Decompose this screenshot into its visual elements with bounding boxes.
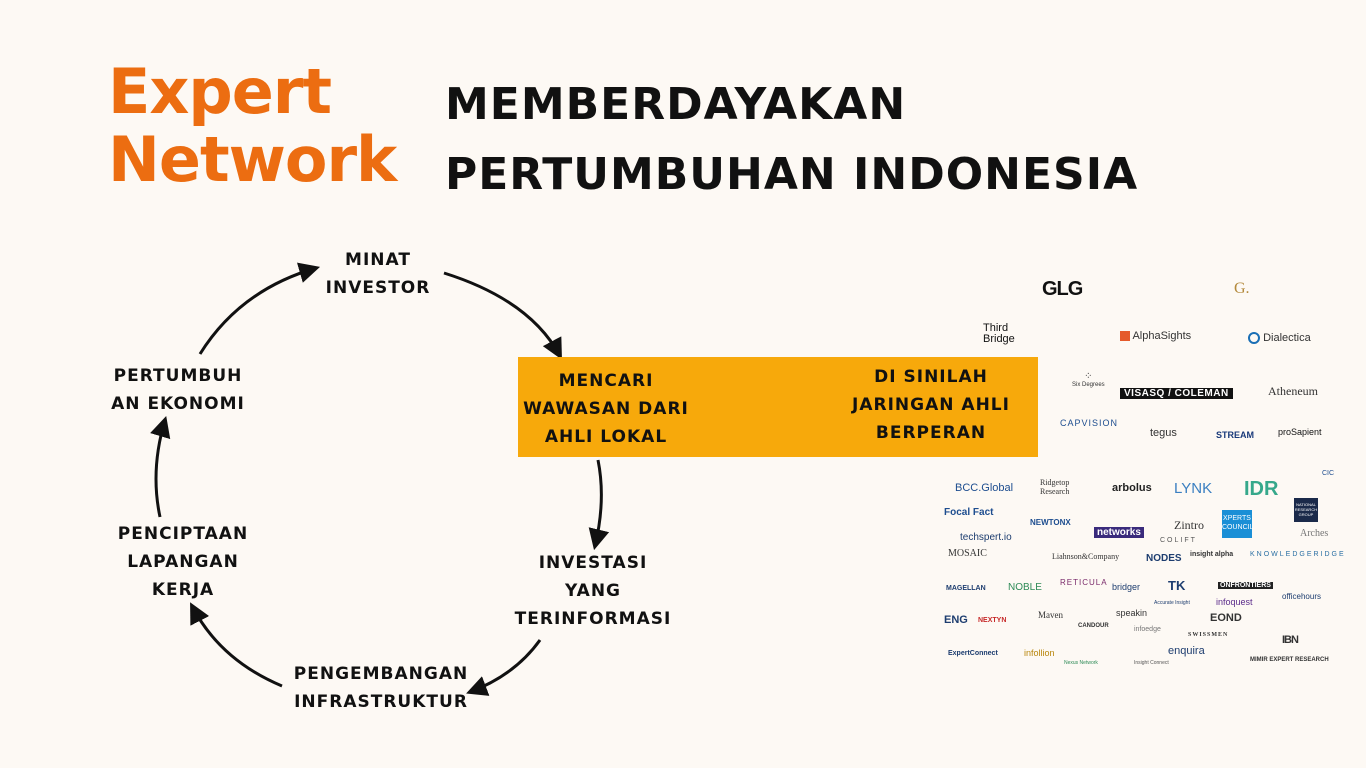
eng-logo: ENG: [944, 614, 968, 626]
third-bridge-logo: Third Bridge: [983, 322, 1015, 345]
onfrontiers-logo: ONFRONTIERS: [1218, 582, 1273, 589]
infoedge-logo: infoedge: [1134, 626, 1161, 633]
tk-logo: TK: [1168, 578, 1186, 593]
six-degrees-logo: ⁘ Six Degrees: [1072, 371, 1105, 389]
noble-logo: NOBLE: [1008, 582, 1042, 593]
national-research-group-logo: NATIONAL RESEARCH GROUP: [1294, 498, 1318, 522]
node-investasi: INVESTASI YANG TERINFORMASI: [514, 553, 672, 629]
networks-logo: networks: [1094, 527, 1144, 538]
enquira-logo: enquira: [1168, 645, 1205, 657]
ridgetop-logo: Ridgetop Research: [1040, 478, 1070, 496]
guidepoint-logo: G.: [1234, 280, 1250, 297]
arrow-minat-to-mencari: [443, 271, 562, 360]
idr-logo: IDR: [1244, 478, 1279, 500]
mimir-logo: MIMIR EXPERT RESEARCH: [1250, 657, 1329, 663]
glg-logo: GLG: [1042, 278, 1083, 300]
node-pertumbuhan: PERTUMBUH AN EKONOMI: [111, 366, 245, 414]
nexus-network-logo: Nexus Network: [1064, 660, 1098, 666]
expert-network-brand: Expert Network: [108, 55, 397, 196]
dialectica-logo: Dialectica: [1248, 332, 1311, 345]
arrow-investasi-to-pengembangan: [466, 639, 542, 696]
focal-fact-logo: Focal Fact: [944, 507, 994, 518]
title-line-2: PERTUMBUHAN INDONESIA: [445, 149, 1139, 200]
jaringan-ahli-text: DI SINILAH JARINGAN AHLI BERPERAN: [852, 367, 1010, 443]
infollion-logo: infollion: [1024, 648, 1055, 658]
ibn-logo: IBN: [1282, 634, 1299, 646]
infoquest-logo: infoquest: [1216, 597, 1253, 607]
reticula-logo: RETICULA: [1060, 578, 1108, 587]
arrow-mencari-to-investasi: [588, 459, 610, 551]
nextyn-logo: NEXTYN: [978, 617, 1007, 624]
brand-line-2: Network: [108, 123, 397, 196]
magellan-logo: MAGELLAN: [946, 585, 986, 592]
page-title: MEMBERDAYAKAN PERTUMBUHAN INDONESIA: [445, 70, 1138, 210]
nodes-logo: NODES: [1146, 553, 1182, 564]
dialectica-mark-icon: [1248, 332, 1260, 345]
title-line-1: MEMBERDAYAKAN: [445, 79, 907, 130]
capvision-logo: CAPVISION: [1060, 418, 1119, 428]
xperts-council-logo: XPERTS COUNCIL: [1222, 510, 1254, 538]
eond-logo: EOND: [1210, 612, 1242, 624]
mencari-wawasan-text: MENCARI WAWASAN DARI AHLI LOKAL: [523, 371, 689, 447]
maven-logo: Maven: [1038, 610, 1063, 620]
swissmen-logo: SWISSMEN: [1188, 632, 1229, 638]
newtonx-logo: NEWTONX: [1030, 518, 1071, 527]
expertconnect-logo: ExpertConnect: [948, 650, 998, 657]
mosaic-logo: MOSAIC: [948, 548, 987, 559]
techspert-logo: techspert.io: [960, 532, 1012, 543]
arrow-penciptaan-to-pertumbuhan: [150, 415, 171, 518]
speakin-logo: speakin: [1116, 608, 1148, 618]
alphasights-logo: AlphaSights: [1120, 330, 1191, 342]
bridger-logo: bridger: [1112, 582, 1141, 592]
node-penciptaan: PENCIPTAAN LAPANGAN KERJA: [117, 524, 249, 600]
bcc-global-logo: BCC.Global: [955, 482, 1014, 494]
insight-alpha-logo: insight alpha: [1190, 551, 1234, 558]
officehours-logo: officehours: [1282, 592, 1321, 601]
prosapient-logo: proSapient: [1278, 427, 1322, 437]
accurate-insight-logo: Accurate Insight: [1154, 600, 1190, 606]
cic-logo: CIC: [1322, 470, 1335, 477]
insight-connect-logo: Insight Connect: [1134, 660, 1169, 666]
arbolus-logo: arbolus: [1112, 482, 1152, 494]
visasq-coleman-logo: VISASQ / COLEMAN: [1120, 388, 1233, 399]
candour-logo: CANDOUR: [1078, 623, 1109, 629]
highlight-box: MENCARI WAWASAN DARI AHLI LOKAL DI SINIL…: [518, 357, 1038, 457]
liahnson-logo: Liahnson&Company: [1052, 552, 1120, 561]
knowledge-ridge-logo: KNOWLEDGERIDGE: [1250, 551, 1346, 558]
tegus-logo: tegus: [1150, 427, 1177, 439]
alphasights-mark-icon: [1120, 331, 1130, 342]
zintro-logo: Zintro: [1174, 518, 1204, 532]
arrow-pertumbuhan-to-minat: [198, 262, 321, 355]
arches-logo: Arches: [1300, 528, 1329, 539]
six-degrees-dots-icon: ⁘: [1084, 371, 1093, 382]
colift-logo: COLIFT: [1160, 537, 1197, 544]
arrow-pengembangan-to-penciptaan: [190, 602, 283, 688]
lynk-logo: LYNK: [1174, 480, 1213, 497]
brand-line-1: Expert: [108, 55, 332, 128]
stream-logo: STREAM: [1216, 430, 1254, 440]
node-pengembangan: PENGEMBANGAN INFRASTRUKTUR: [293, 664, 469, 712]
node-minat-investor: MINAT INVESTOR: [325, 250, 431, 298]
atheneum-logo: Atheneum: [1268, 384, 1318, 398]
